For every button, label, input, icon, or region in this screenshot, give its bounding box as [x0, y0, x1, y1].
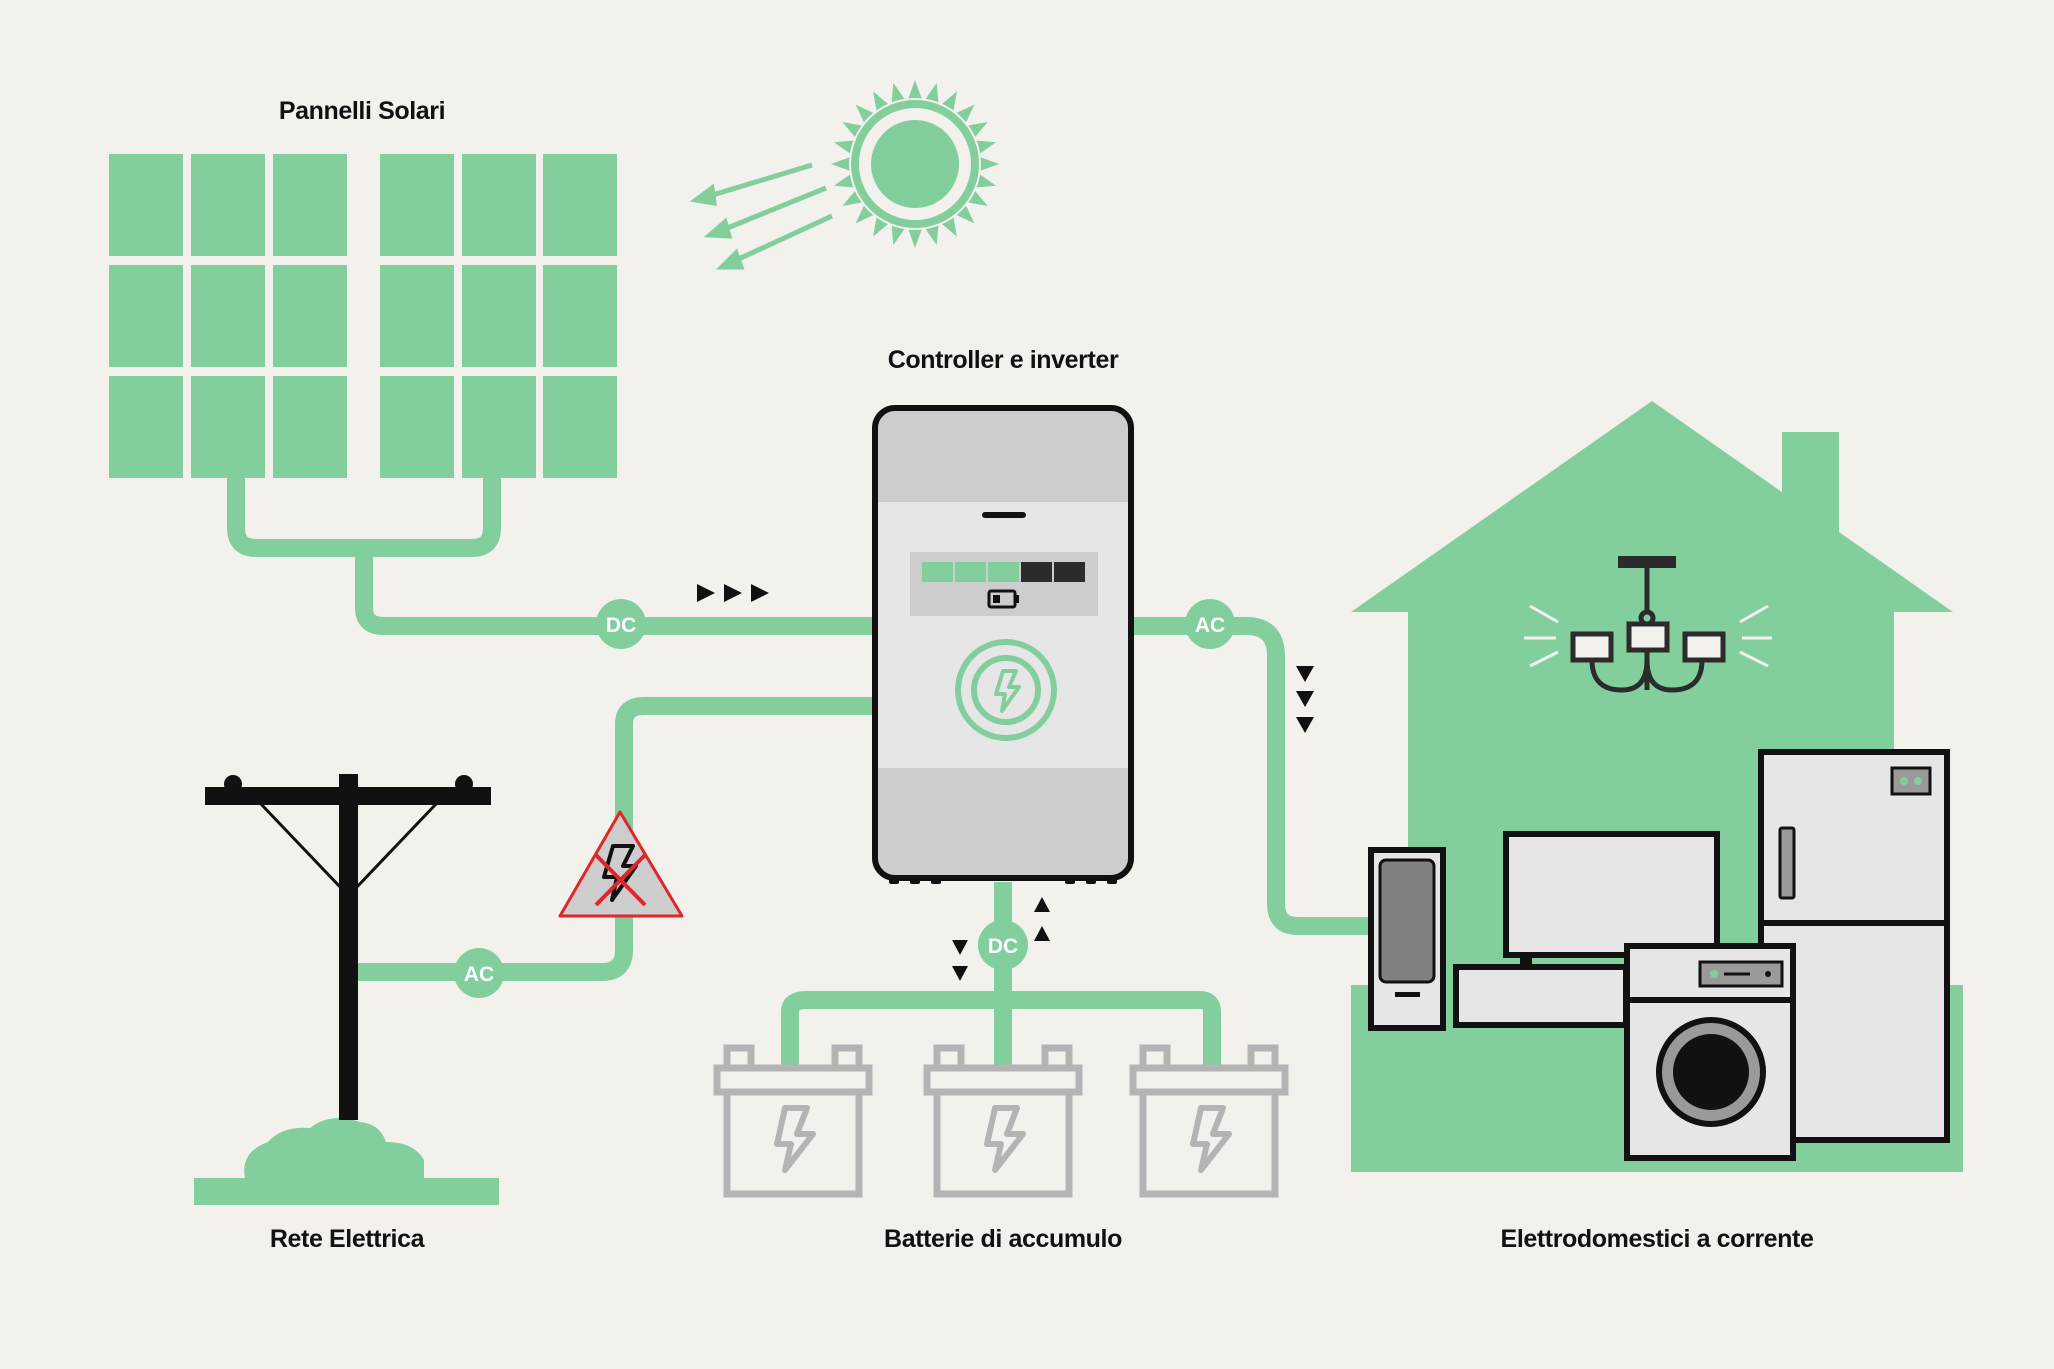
- sunlight-rays: [689, 162, 834, 270]
- no-power-warning-icon: [558, 810, 684, 918]
- panel-cable: [227, 478, 501, 557]
- flow-arrow-icon: [697, 584, 1314, 981]
- svg-text:DC: DC: [606, 614, 636, 637]
- solar-panels-label: Pannelli Solari: [279, 97, 445, 125]
- svg-text:DC: DC: [988, 935, 1018, 958]
- chandelier-icon: [1524, 556, 1772, 693]
- battery-icon: [717, 1048, 1285, 1194]
- tv-icon: [1453, 831, 1720, 1028]
- cables: [227, 478, 1372, 1070]
- svg-text:AC: AC: [464, 963, 494, 986]
- house-flow-arrows: [1296, 666, 1314, 733]
- svg-text:AC: AC: [1195, 614, 1225, 637]
- ac-tag-inverter: AC: [1185, 599, 1235, 649]
- lightning-icon: [955, 639, 1057, 741]
- ac-tag-grid: AC: [454, 948, 504, 998]
- battery-1: [717, 1048, 869, 1194]
- dc-tag-solar: DC: [596, 599, 646, 649]
- inverter-icon: [872, 405, 1134, 884]
- pc-tower-icon: [1368, 847, 1446, 1031]
- battery-down-arrows: [952, 940, 968, 981]
- solar-flow-arrows: [697, 584, 769, 602]
- battery-bus-cable: [781, 991, 1221, 1070]
- battery-level-icon: [987, 589, 1019, 609]
- dc-tag-battery: DC: [978, 920, 1028, 970]
- battery-2: [927, 1048, 1079, 1194]
- appliances-label: Elettrodomestici a corrente: [1501, 1225, 1814, 1253]
- battery-3: [1133, 1048, 1285, 1194]
- inverter-slot: [982, 512, 1026, 518]
- power-pole-icon: [194, 774, 499, 1205]
- panel-to-inverter-cable: [355, 548, 872, 635]
- battery-up-arrows: [1034, 897, 1050, 941]
- solar-panel-icon: [109, 154, 617, 478]
- solar-panel-left: [109, 154, 347, 478]
- sun-icon: [831, 80, 999, 248]
- grid-label: Rete Elettrica: [270, 1225, 426, 1253]
- batteries-label: Batterie di accumulo: [884, 1225, 1122, 1253]
- washing-machine-icon: [1624, 943, 1796, 1161]
- charge-level-bar: [922, 562, 1085, 582]
- inverter-to-house-cable: [1134, 617, 1372, 935]
- solar-panel-right: [380, 154, 617, 478]
- controller-inverter-label: Controller e inverter: [888, 346, 1119, 374]
